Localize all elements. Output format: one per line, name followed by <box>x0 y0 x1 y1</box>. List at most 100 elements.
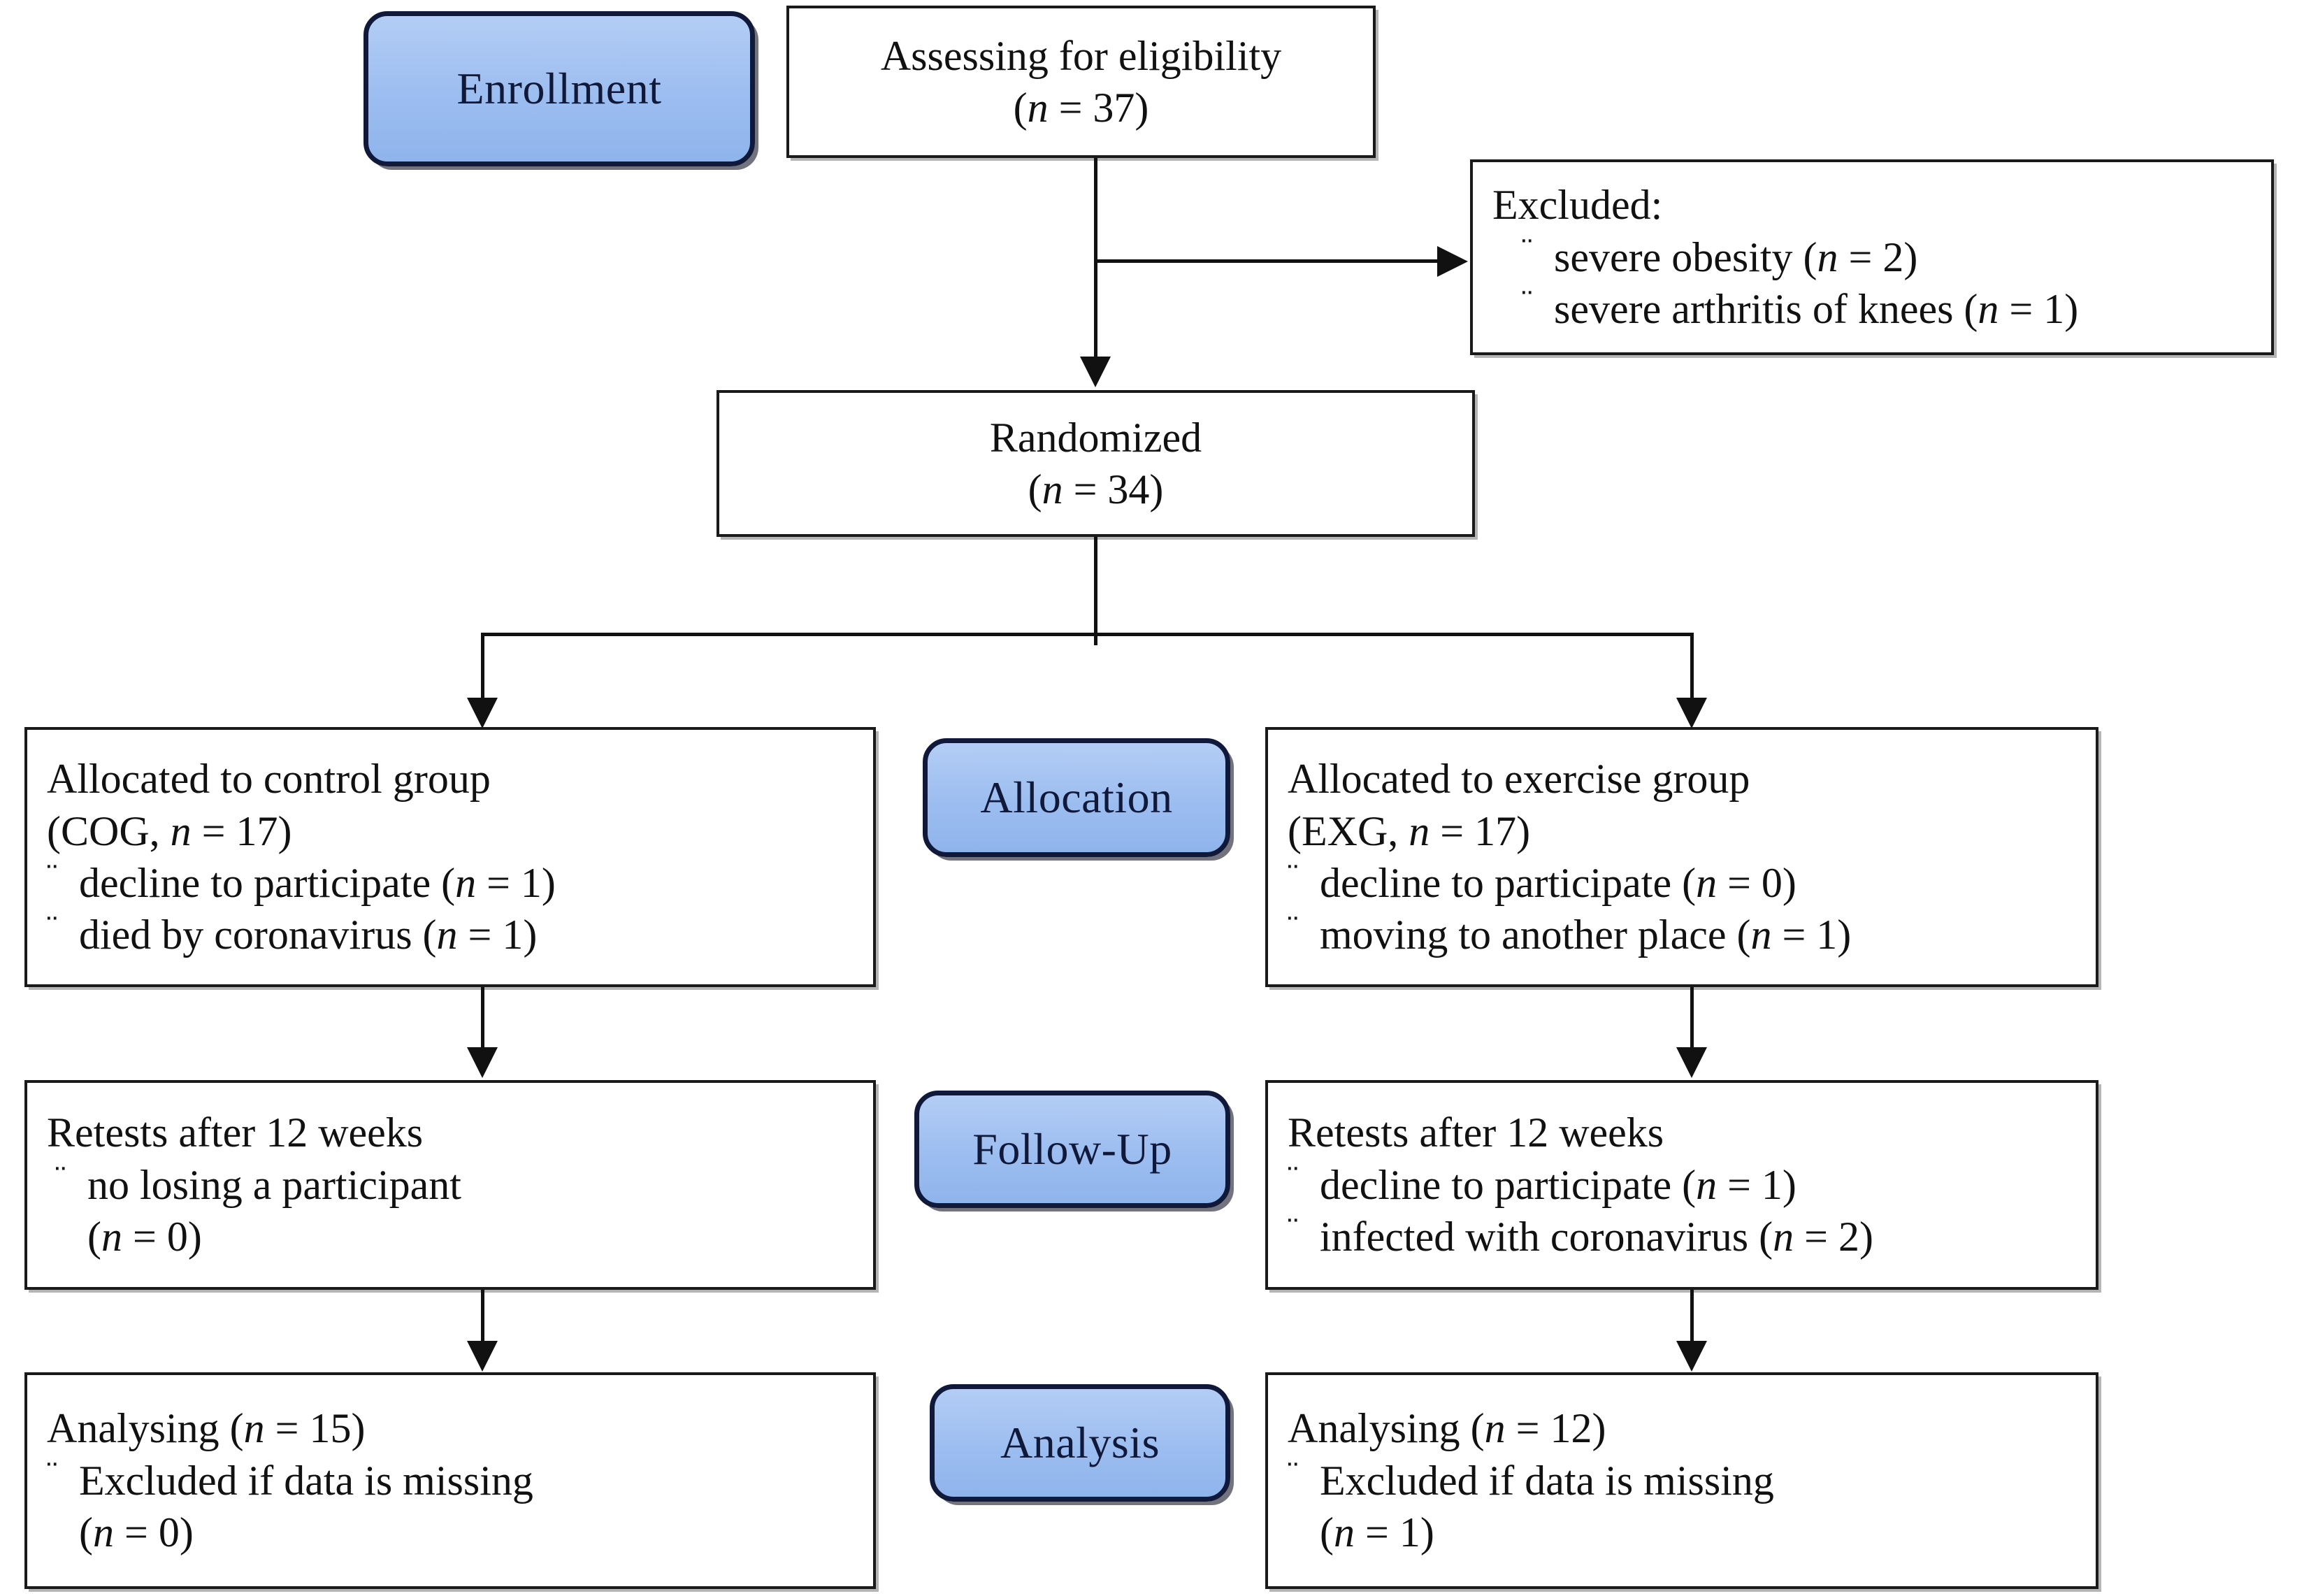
node-analysis-control: Analysing (n = 15) ¨ Excluded if data is … <box>24 1372 876 1589</box>
arrowhead-right-excluded <box>1437 246 1468 277</box>
line-suffix: = 1) <box>1999 286 2079 333</box>
line-prefix: severe arthritis of knees ( <box>1554 286 1978 333</box>
line-suffix: = 2) <box>1794 1214 1873 1260</box>
line-prefix: Excluded if data is missing <box>1320 1457 1774 1504</box>
node-line: Assessing for eligibility <box>880 32 1282 79</box>
connector-randomized-trunk <box>1094 537 1097 645</box>
node-line: (n = 37) <box>789 82 1373 134</box>
n-symbol: n <box>1696 1161 1718 1208</box>
line-prefix: ( <box>87 1214 101 1260</box>
bullet-marker: ¨ <box>55 1159 66 1196</box>
line-prefix: Analysing ( <box>47 1405 244 1452</box>
line-prefix: (EXG, <box>1288 807 1409 854</box>
node-line: (n = 34) <box>719 463 1472 515</box>
bullet-marker: ¨ <box>1288 1212 1299 1249</box>
n-symbol: n <box>1042 466 1063 512</box>
n-symbol: n <box>1773 1214 1794 1260</box>
node-line: Retests after 12 weeks <box>1288 1109 1664 1156</box>
n-symbol: n <box>1696 860 1718 906</box>
stage-label-followup: Follow-Up <box>914 1091 1230 1208</box>
node-analysis-exercise: Analysing (n = 12) ¨ Excluded if data is … <box>1265 1372 2098 1589</box>
node-excluded: Excluded: ¨severe obesity (n = 2) ¨sever… <box>1470 159 2274 355</box>
stage-label-allocation: Allocation <box>923 738 1230 857</box>
line-suffix: = 37) <box>1048 85 1149 131</box>
n-symbol: n <box>243 1405 265 1452</box>
line-prefix: ( <box>1028 466 1042 512</box>
node-followup-control: Retests after 12 weeks ¨no losing a part… <box>24 1080 876 1290</box>
arrowhead-down-exercise-allocation <box>1676 698 1707 728</box>
line-suffix: = 1) <box>1354 1509 1434 1556</box>
line-prefix: infected with coronavirus ( <box>1320 1214 1773 1260</box>
line-prefix: (COG, <box>47 807 171 854</box>
bullet-marker: ¨ <box>1288 1455 1299 1492</box>
connector-split-to-control <box>481 633 484 703</box>
line-prefix: decline to participate ( <box>1320 860 1697 906</box>
stage-label-allocation-text: Allocation <box>980 772 1173 822</box>
line-suffix: = 0) <box>122 1214 202 1260</box>
node-line: ¨severe obesity (n = 2) <box>1473 231 2271 283</box>
node-line: (n = 1) <box>1268 1507 2096 1558</box>
node-assessing-for-eligibility: Assessing for eligibility (n = 37) <box>786 6 1376 158</box>
node-line: Allocated to control group <box>47 756 491 803</box>
connector-split-to-exercise <box>1690 633 1694 703</box>
line-prefix: Excluded if data is missing <box>79 1457 533 1504</box>
stage-label-analysis: Analysis <box>930 1384 1230 1502</box>
node-line: ¨ died by coronavirus (n = 1) <box>27 909 873 961</box>
line-suffix: = 1) <box>476 860 556 906</box>
line-suffix: = 12) <box>1505 1405 1606 1452</box>
n-symbol: n <box>1750 912 1772 958</box>
node-line: Retests after 12 weeks <box>47 1109 424 1156</box>
line-suffix: = 17) <box>191 807 292 854</box>
n-symbol: n <box>1333 1509 1355 1556</box>
line-prefix: died by coronavirus ( <box>79 912 437 958</box>
connector-randomized-split <box>482 633 1692 636</box>
line-suffix: = 1) <box>1717 1161 1796 1208</box>
arrowhead-down-control-allocation <box>467 698 498 728</box>
stage-label-followup-text: Follow-Up <box>972 1124 1172 1174</box>
bullet-marker: ¨ <box>1522 231 1533 268</box>
n-symbol: n <box>1409 807 1430 854</box>
connector-eligibility-to-randomized <box>1094 158 1097 358</box>
node-line: (n = 0) <box>27 1211 873 1263</box>
line-prefix: severe obesity ( <box>1554 233 1817 280</box>
arrowhead-down-exercise-followup <box>1676 1047 1707 1078</box>
line-suffix: = 0) <box>113 1509 194 1556</box>
node-line: ¨moving to another place (n = 1) <box>1268 909 2096 961</box>
stage-label-enrollment-text: Enrollment <box>456 64 662 113</box>
line-prefix: decline to participate ( <box>1320 1161 1697 1208</box>
line-suffix: = 0) <box>1717 860 1796 906</box>
stage-label-analysis-text: Analysis <box>1000 1418 1160 1467</box>
node-line: ¨no losing a participant <box>27 1159 873 1211</box>
node-line: Excluded: <box>1492 182 1663 229</box>
n-symbol: n <box>101 1214 122 1260</box>
n-symbol: n <box>1027 85 1049 131</box>
n-symbol: n <box>1484 1405 1506 1452</box>
node-allocated-exercise-group: Allocated to exercise group (EXG, n = 17… <box>1265 727 2098 987</box>
bullet-marker: ¨ <box>1288 910 1299 947</box>
n-symbol: n <box>1978 286 1999 333</box>
line-suffix: = 1) <box>457 912 538 958</box>
bullet-marker: ¨ <box>1522 284 1533 321</box>
node-followup-exercise: Retests after 12 weeks ¨ decline to parti… <box>1265 1080 2098 1290</box>
node-line: ¨decline to participate (n = 1) <box>27 857 873 909</box>
arrowhead-down-randomized <box>1080 357 1111 387</box>
node-line: ¨ Excluded if data is missing <box>1268 1455 2096 1507</box>
node-line: (EXG, n = 17) <box>1268 805 2096 857</box>
bullet-marker: ¨ <box>47 910 58 947</box>
bullet-marker: ¨ <box>47 1455 58 1492</box>
node-line: Analysing (n = 12) <box>1268 1402 2096 1454</box>
node-randomized: Randomized (n = 34) <box>717 390 1475 537</box>
line-suffix: = 15) <box>264 1405 366 1452</box>
arrowhead-down-exercise-analysis <box>1676 1341 1707 1372</box>
line-suffix: = 34) <box>1063 466 1164 512</box>
line-suffix: = 1) <box>1771 912 1852 958</box>
n-symbol: n <box>1817 233 1838 280</box>
line-suffix: = 17) <box>1430 807 1531 854</box>
node-line: ¨ infected with coronavirus (n = 2) <box>1268 1211 2096 1263</box>
n-symbol: n <box>436 912 458 958</box>
node-line: Allocated to exercise group <box>1288 756 1750 803</box>
node-line: ¨decline to participate (n = 0) <box>1268 857 2096 909</box>
connector-exercise-followup-to-analysis <box>1690 1290 1694 1344</box>
connector-control-followup-to-analysis <box>481 1290 484 1344</box>
